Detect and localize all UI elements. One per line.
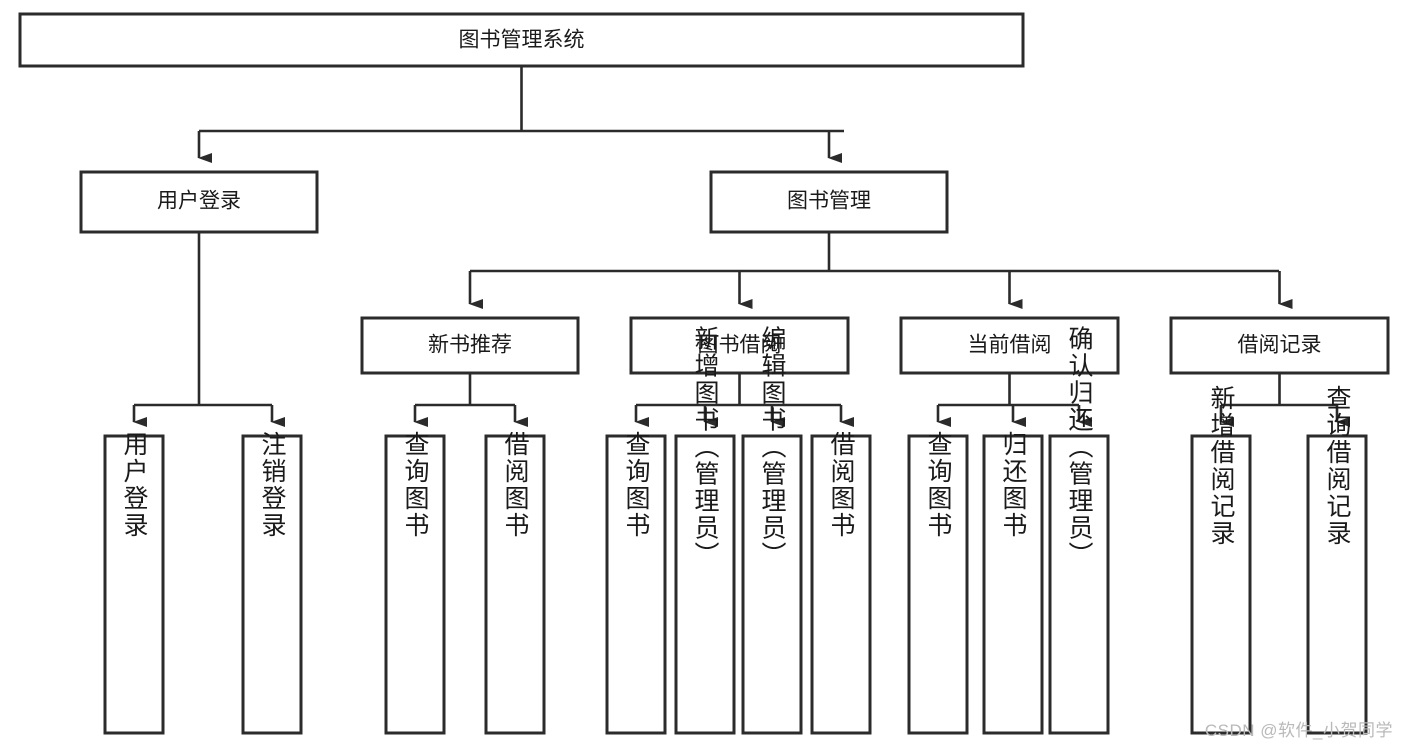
node-book-manage[interactable]: 图书管理 — [709, 170, 949, 234]
node-leaf-add-book-admin-box — [674, 434, 736, 735]
node-leaf-query-book-3-box — [907, 434, 969, 735]
node-current-borrow-label: 当前借阅 — [968, 334, 1052, 357]
node-book-manage-label: 图书管理 — [787, 190, 871, 213]
node-leaf-query-borrow-record-box — [1306, 434, 1368, 735]
node-leaf-borrow-book-2[interactable]: 借阅图书 — [810, 431, 872, 735]
node-book-borrow-label: 图书借阅 — [698, 334, 782, 357]
node-leaf-query-book-2[interactable]: 查询图书 — [605, 431, 667, 735]
node-user-login-box — [79, 170, 319, 234]
node-root-label: 图书管理系统 — [459, 29, 585, 52]
node-leaf-query-book-1[interactable]: 查询图书 — [384, 431, 446, 735]
node-user-login[interactable]: 用户登录 — [79, 170, 319, 234]
node-leaf-return-book-box — [982, 434, 1044, 735]
node-leaf-query-book-3-label: 查询图书 — [924, 431, 953, 539]
node-leaf-confirm-return-admin-box — [1048, 434, 1110, 735]
node-leaf-query-borrow-record-label: 查询借阅记录 — [1323, 385, 1352, 547]
node-leaf-add-borrow-record[interactable]: 新增借阅记录 — [1190, 385, 1252, 735]
node-leaf-return-book-label: 归还图书 — [999, 431, 1028, 539]
node-new-book-recommend[interactable]: 新书推荐 — [360, 316, 580, 375]
node-leaf-return-book[interactable]: 归还图书 — [982, 431, 1044, 735]
node-root-box — [18, 12, 1025, 68]
node-user-login-label: 用户登录 — [157, 190, 241, 213]
node-leaf-user-login[interactable]: 用户登录 — [103, 431, 165, 735]
node-leaf-borrow-book-2-label: 借阅图书 — [827, 431, 856, 539]
node-leaf-add-book-admin[interactable]: 新增图书（管理员） — [674, 326, 736, 735]
node-leaf-add-book-admin-label: 新增图书（管理员） — [691, 326, 720, 569]
node-new-book-recommend-label: 新书推荐 — [428, 334, 512, 357]
node-leaf-add-borrow-record-label: 新增借阅记录 — [1207, 385, 1236, 547]
node-leaf-query-book-1-label: 查询图书 — [401, 431, 430, 539]
node-leaf-user-login-label: 用户登录 — [120, 431, 149, 539]
node-current-borrow-box — [899, 316, 1120, 375]
node-leaf-confirm-return-admin-label: 确认归还（管理员） — [1065, 326, 1094, 569]
node-leaf-edit-book-admin-label: 编辑图书（管理员） — [758, 326, 787, 569]
node-leaf-confirm-return-admin[interactable]: 确认归还（管理员） — [1048, 326, 1110, 735]
node-leaf-borrow-book-1-box — [484, 434, 546, 735]
node-leaf-borrow-book-2-box — [810, 434, 872, 735]
node-leaf-user-logout-box — [241, 434, 303, 735]
node-leaf-query-book-2-box — [605, 434, 667, 735]
node-book-manage-box — [709, 170, 949, 234]
node-new-book-recommend-box — [360, 316, 580, 375]
node-leaf-user-logout[interactable]: 注销登录 — [241, 431, 303, 735]
node-current-borrow[interactable]: 当前借阅 — [899, 316, 1120, 375]
node-leaf-query-book-1-box — [384, 434, 446, 735]
node-leaf-user-login-box — [103, 434, 165, 735]
node-leaf-edit-book-admin-box — [741, 434, 803, 735]
node-leaf-query-book-3[interactable]: 查询图书 — [907, 431, 969, 735]
node-leaf-query-borrow-record[interactable]: 查询借阅记录 — [1306, 385, 1368, 735]
node-borrow-record-box — [1169, 316, 1390, 375]
node-borrow-record[interactable]: 借阅记录 — [1169, 316, 1390, 375]
node-book-borrow[interactable]: 图书借阅 — [629, 316, 850, 375]
node-leaf-user-logout-label: 注销登录 — [258, 431, 287, 539]
edge-layer — [132, 66, 1350, 427]
node-leaf-add-borrow-record-box — [1190, 434, 1252, 735]
node-leaf-query-book-2-label: 查询图书 — [622, 431, 651, 539]
node-root[interactable]: 图书管理系统 — [18, 12, 1025, 68]
node-leaf-borrow-book-1[interactable]: 借阅图书 — [484, 431, 546, 735]
node-borrow-record-label: 借阅记录 — [1238, 334, 1322, 357]
node-leaf-edit-book-admin[interactable]: 编辑图书（管理员） — [741, 326, 803, 735]
node-leaf-borrow-book-1-label: 借阅图书 — [501, 431, 530, 539]
node-book-borrow-box — [629, 316, 850, 375]
